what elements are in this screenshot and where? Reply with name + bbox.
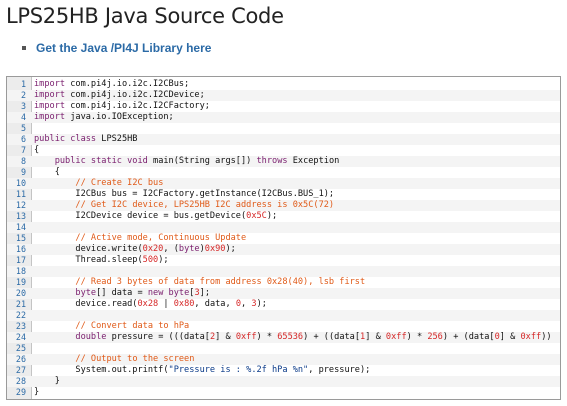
code-line: 16 device.write(0x20, (byte)0x90); [7,244,560,255]
code-line: 27 System.out.printf("Pressure is : %.2f… [7,365,560,376]
code-text: public static void main(String args[]) t… [54,156,340,166]
code-line: 12 // Get I2C device, LPS25HB I2C addres… [7,200,560,211]
line-number: 3 [20,101,26,111]
code-line: 19 // Read 3 bytes of data from address … [7,277,560,288]
list-item: Get the Java /PI4J Library here [22,40,211,56]
bullet-icon [22,46,26,50]
line-number: 11 [15,189,26,199]
code-text: // Create I2C bus [75,178,164,188]
code-text: import com.pi4j.io.i2c.I2CBus; [34,79,190,89]
line-number: 13 [15,211,26,221]
line-number: 22 [15,310,26,320]
code-line: 9 { [7,167,560,178]
code-line: 17 Thread.sleep(500); [7,255,560,266]
code-line: 23 // Convert data to hPa [7,321,560,332]
code-viewer: 1 import com.pi4j.io.i2c.I2CBus; 2 import c… [6,76,561,400]
code-text: Thread.sleep(500); [34,255,169,265]
line-number: 1 [20,79,26,89]
code-line: 5 [7,123,560,134]
line-number: 4 [20,112,26,122]
line-number: 27 [15,365,26,375]
line-number: 15 [15,233,26,243]
code-text: import com.pi4j.io.i2c.I2CFactory; [34,101,210,111]
code-line: 2 import com.pi4j.io.i2c.I2CDevice; [7,90,560,101]
line-number: 8 [20,156,26,166]
line-number: 18 [15,266,26,276]
code-text: // Read 3 bytes of data from address 0x2… [75,277,366,287]
line-number: 10 [15,178,26,188]
line-number: 7 [20,145,26,155]
line-number: 28 [15,376,26,386]
line-number-gutter [7,77,32,399]
code-text: // Convert data to hPa [75,321,190,331]
code-line: 11 I2CBus bus = I2CFactory.getInstance(I… [7,189,560,200]
link-list: Get the Java /PI4J Library here [22,40,211,56]
code-line: 26 // Output to the screen [7,354,560,365]
code-text: double pressure = (((data[2] & 0xff) * 6… [75,332,552,342]
line-number: 21 [15,299,26,309]
code-text: // Get I2C device, LPS25HB I2C address i… [75,200,335,210]
code-line: 15 // Active mode, Continuous Update [7,233,560,244]
code-line: 4 import java.io.IOException; [7,112,560,123]
java-library-link[interactable]: Get the Java /PI4J Library here [36,41,212,55]
code-line: 24 double pressure = (((data[2] & 0xff) … [7,332,560,343]
code-text: } [34,387,40,397]
line-number: 23 [15,321,26,331]
code-line: 1 import com.pi4j.io.i2c.I2CBus; [7,79,560,90]
code-text: // Output to the screen [75,354,195,364]
code-line: 28 } [7,376,560,387]
line-number: 17 [15,255,26,265]
line-number: 14 [15,222,26,232]
code-text: public class LPS25HB [34,134,138,144]
code-line: 20 byte[] data = new byte[3]; [7,288,560,299]
code-text: device.read(0x28 | 0x80, data, 0, 3); [34,299,267,309]
line-number: 9 [20,167,26,177]
code-text: I2CBus bus = I2CFactory.getInstance(I2CB… [34,189,335,199]
code-line: 8 public static void main(String args[])… [7,156,560,167]
code-text: import java.io.IOException; [34,112,174,122]
code-line: 18 [7,266,560,277]
code-text: I2CDevice device = bus.getDevice(0x5C); [34,211,278,221]
line-number: 29 [15,387,26,397]
line-number: 20 [15,288,26,298]
line-number: 2 [20,90,26,100]
line-number: 25 [15,343,26,353]
code-text: // Active mode, Continuous Update [75,233,247,243]
code-text: } [34,376,60,386]
line-number: 24 [15,332,26,342]
line-number: 19 [15,277,26,287]
code-line: 6 public class LPS25HB [7,134,560,145]
code-text: { [34,145,40,155]
code-text: import com.pi4j.io.i2c.I2CDevice; [34,90,205,100]
code-line: 3 import com.pi4j.io.i2c.I2CFactory; [7,101,560,112]
code-text: { [34,167,60,177]
line-number: 5 [20,123,26,133]
page-title: LPS25HB Java Source Code [6,4,284,28]
code-line: 7{ [7,145,560,156]
line-number: 26 [15,354,26,364]
code-line: 22 [7,310,560,321]
line-number: 12 [15,200,26,210]
code-text: byte[] data = new byte[3]; [75,288,210,298]
code-line: 29} [7,387,560,398]
code-line: 13 I2CDevice device = bus.getDevice(0x5C… [7,211,560,222]
code-line: 10 // Create I2C bus [7,178,560,189]
code-line: 14 [7,222,560,233]
code-text: device.write(0x20, (byte)0x90); [34,244,236,254]
line-number: 16 [15,244,26,254]
line-number: 6 [20,134,26,144]
code-text: System.out.printf("Pressure is : %.2f hP… [34,365,371,375]
code-line: 25 [7,343,560,354]
code-line: 21 device.read(0x28 | 0x80, data, 0, 3); [7,299,560,310]
